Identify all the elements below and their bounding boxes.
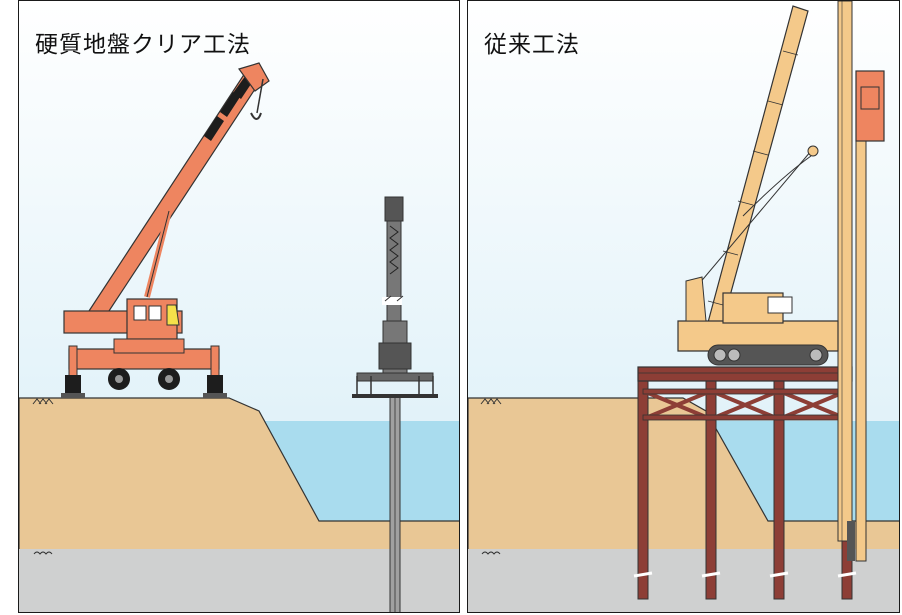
rock-mark-icon bbox=[481, 551, 501, 555]
crane-icon bbox=[61, 62, 270, 398]
panel-hard-ground-clear-method: 硬質地盤クリア工法 bbox=[18, 0, 460, 613]
panel-title-hard-ground: 硬質地盤クリア工法 bbox=[35, 32, 251, 58]
hard-ground-clear-scene bbox=[19, 1, 459, 612]
rock-mark-icon bbox=[33, 551, 53, 555]
conventional-method-scene bbox=[468, 1, 899, 612]
bedrock bbox=[468, 549, 899, 612]
grass-mark-icon bbox=[32, 398, 54, 405]
grass-mark-icon bbox=[480, 398, 502, 405]
pile-press-machine-icon bbox=[352, 196, 438, 612]
bedrock bbox=[19, 549, 459, 612]
panel-conventional-method: 従来工法 bbox=[467, 0, 900, 613]
panel-title-conventional: 従来工法 bbox=[484, 32, 580, 58]
pile-driver-rig-icon bbox=[677, 1, 885, 562]
